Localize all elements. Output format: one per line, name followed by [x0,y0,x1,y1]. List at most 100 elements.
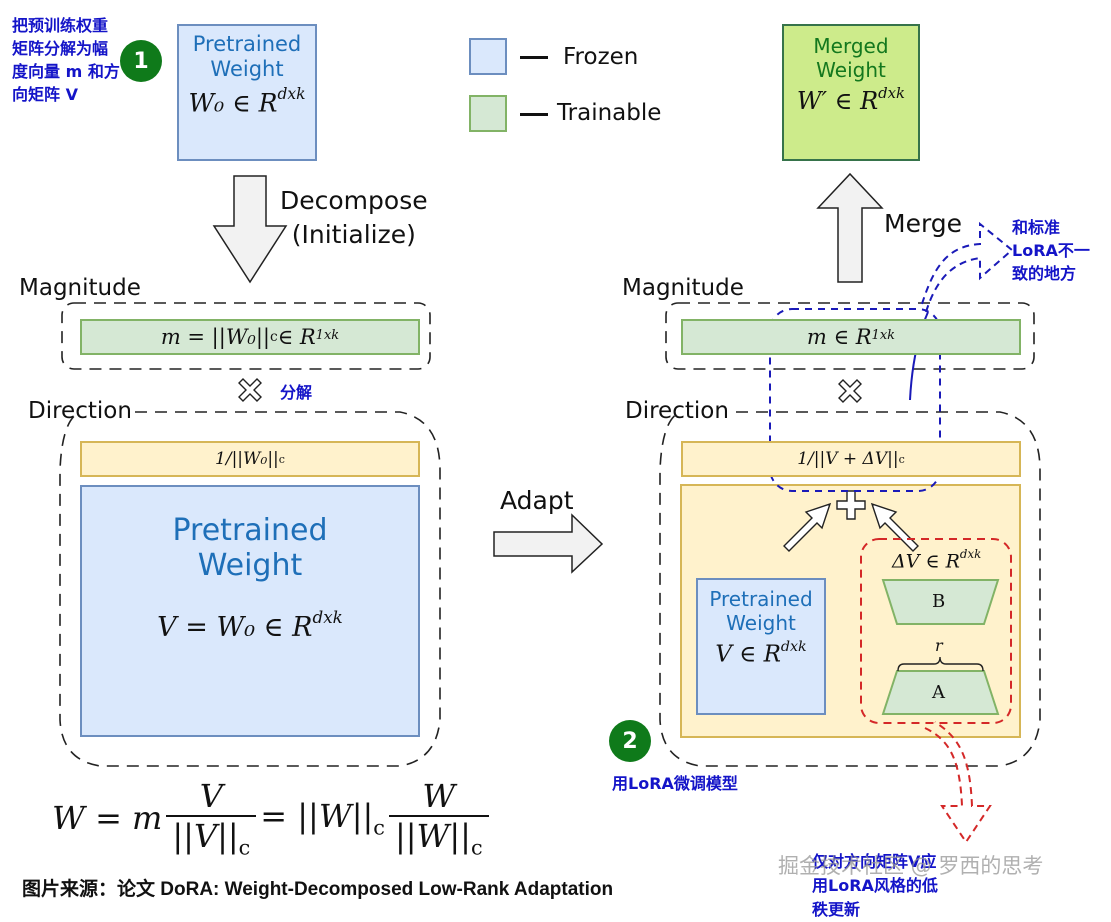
arrow-from-pretrained [783,502,832,552]
legend-trainable-label: Trainable [557,100,662,126]
formula-sup: 1xk [871,327,896,343]
formula-tail: ∈ R [277,325,316,349]
step1-badge: 1 [120,40,162,82]
formula-sub: c [269,329,278,345]
eq-frac2-denominator: ||W||c [388,814,489,860]
difference-highlight [769,308,941,492]
eq-fraction-2: W ||W||c [388,777,489,860]
decompose-label: Decompose (Initialize) [280,184,428,252]
delta-v-formula: ΔV ∈ Rdxk [892,547,982,573]
top-pretrained-formula: W₀ ∈ Rdxk [179,85,315,117]
formula-base: W′ ∈ R [796,87,879,115]
top-pretrained-weight-box: Pretrained Weight W₀ ∈ Rdxk [177,24,317,161]
top-pretrained-title-line1: Pretrained [192,32,302,56]
right-pretrained-weight-box: Pretrained Weight V ∈ Rdxk [696,578,826,715]
matrix-b-label: B [932,591,946,612]
adapt-arrow [493,513,604,574]
formula-sup: 1xk [315,327,340,343]
merged-title-line1: Merged [813,34,889,58]
right-weight-formula: V ∈ Rdxk [698,639,824,668]
eq-fraction-1: V ||V||c [166,776,257,860]
merged-formula: W′ ∈ Rdxk [784,83,918,115]
merged-title-line2: Weight [816,58,886,82]
step2-badge: 2 [609,720,651,762]
dora-equation: W = m V ||V||c = ||W||c W ||W||c [52,776,493,860]
right-weight-title-line2: Weight [726,610,796,635]
right-magnitude-container [665,302,1035,370]
source-caption: 图片来源：论文 DoRA: Weight-Decomposed Low-Rank… [22,879,614,900]
step2-annotation: 用LoRA微调模型 [612,774,738,793]
left-magnitude-label: Magnitude [19,275,141,301]
watermark: 掘金技术社区 @ 罗西的思考 [778,854,1044,878]
right-norm-bar: 1/||V + ΔV||c [681,441,1021,477]
legend-trainable-dash [520,113,548,116]
merged-weight-box: Merged Weight W′ ∈ Rdxk [782,24,920,161]
left-pretrained-weight-box: Pretrained Weight V = W₀ ∈ Rdxk [80,485,420,737]
left-direction-container [59,411,441,767]
left-weight-title-line1: Pretrained [172,513,328,548]
formula-sub: c [278,452,285,466]
left-weight-formula: V = W₀ ∈ Rdxk [82,607,418,643]
merge-label: Merge [884,209,963,238]
formula-base: V = W₀ ∈ R [157,611,313,643]
formula-base: m = ||W₀|| [160,325,270,349]
denominator-sub: c [470,835,483,860]
difference-note: 和标准LoRA不一致的地方 [1012,218,1090,283]
left-norm-bar: 1/||W₀||c [80,441,420,477]
denominator-sub: c [238,835,251,860]
legend-frozen-dash [520,56,548,59]
formula-sup: dxk [959,547,982,562]
formula-base: 1/||W₀|| [215,449,279,469]
multiply-icon-right [838,379,862,403]
eq-lhs: W = m [52,799,163,837]
right-direction-label: Direction [625,398,729,424]
formula-base: W₀ ∈ R [188,87,278,117]
legend-frozen-label: Frozen [563,44,639,70]
matrix-a-shape [881,670,1000,715]
formula-base: ΔV ∈ R [892,550,960,573]
arrow-from-lora [870,502,919,552]
right-magnitude-label: Magnitude [622,275,744,301]
left-magnitude-container [61,302,431,370]
eq-frac1-denominator: ||V||c [166,814,257,860]
merge-arrow [816,172,884,283]
left-weight-title-line2: Weight [197,548,303,584]
rank-brace [897,656,984,672]
eq-frac1-numerator: V [199,776,223,815]
plus-icon [836,490,866,520]
left-direction-label: Direction [28,398,132,424]
legend-trainable-swatch [469,95,507,132]
denominator-base: ||W|| [394,816,471,855]
step1-annotation: 把预训练权重矩阵分解为幅度向量 m 和方向矩阵 V [12,16,120,104]
eq-mid-sub: c [373,815,385,840]
adapt-label: Adapt [500,486,574,515]
formula-base: 1/||V + ΔV|| [797,449,899,469]
lora-container [860,538,1012,724]
legend-frozen-swatch [469,38,507,75]
denominator-base: ||V|| [172,816,239,855]
formula-sup: dxk [312,607,343,628]
multiply-icon-left [238,378,262,402]
formula-sup: dxk [878,83,906,102]
lowrank-dashed-arrow [924,721,992,844]
decompose-line2: (Initialize) [291,220,416,249]
matrix-b-shape [881,579,1000,625]
right-weight-title-line1: Pretrained [709,587,813,611]
right-direction-container [659,411,1041,767]
matrix-a-label: A [932,682,945,703]
formula-sup: dxk [780,639,807,656]
eq-mid-base: = ||W|| [260,796,374,835]
difference-dashed-arrow [921,221,1014,313]
decompose-cn-label: 分解 [280,383,313,402]
formula-base: V ∈ R [715,641,781,668]
rank-label: r [935,636,943,655]
decompose-line1: Decompose [280,186,428,215]
formula-base: m ∈ R [806,325,872,349]
top-pretrained-title-line2: Weight [210,56,284,81]
formula-sup: dxk [277,85,306,104]
formula-sub: c [898,452,905,466]
eq-mid: = ||W||c [260,797,385,839]
decompose-arrow [212,175,288,284]
